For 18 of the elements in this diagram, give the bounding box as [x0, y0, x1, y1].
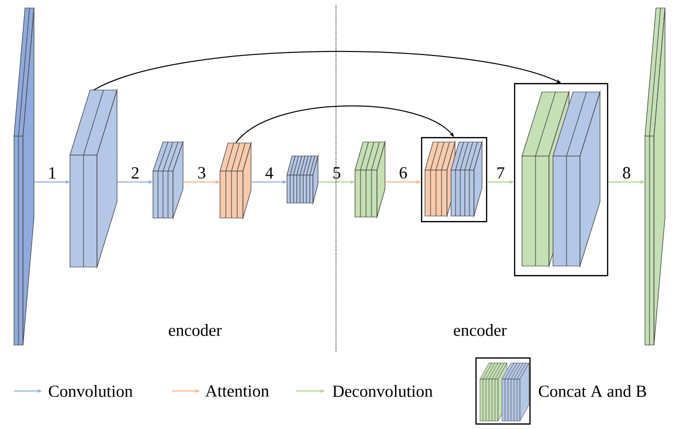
feature-map-block	[14, 8, 34, 346]
legend-label: Deconvolution	[332, 385, 433, 397]
section-label: encoder	[454, 324, 507, 336]
edge-label: 7	[497, 167, 504, 178]
edge-label: 6	[400, 167, 407, 178]
legend-label: Convolution	[48, 385, 133, 397]
legend-label: Concat A and B	[538, 385, 646, 397]
legend-label: Attention	[205, 385, 269, 397]
edge-label: 1	[49, 167, 56, 178]
edge-label: 8	[623, 167, 630, 178]
edge-label: 2	[132, 167, 138, 178]
section-label: encoder	[168, 324, 222, 336]
edge-label: 5	[333, 167, 340, 178]
edge-label: 4	[265, 167, 274, 178]
edge-label: 3	[198, 167, 206, 178]
concat-frame	[514, 83, 608, 276]
feature-map-block	[644, 8, 666, 346]
concat-frame	[421, 137, 488, 222]
